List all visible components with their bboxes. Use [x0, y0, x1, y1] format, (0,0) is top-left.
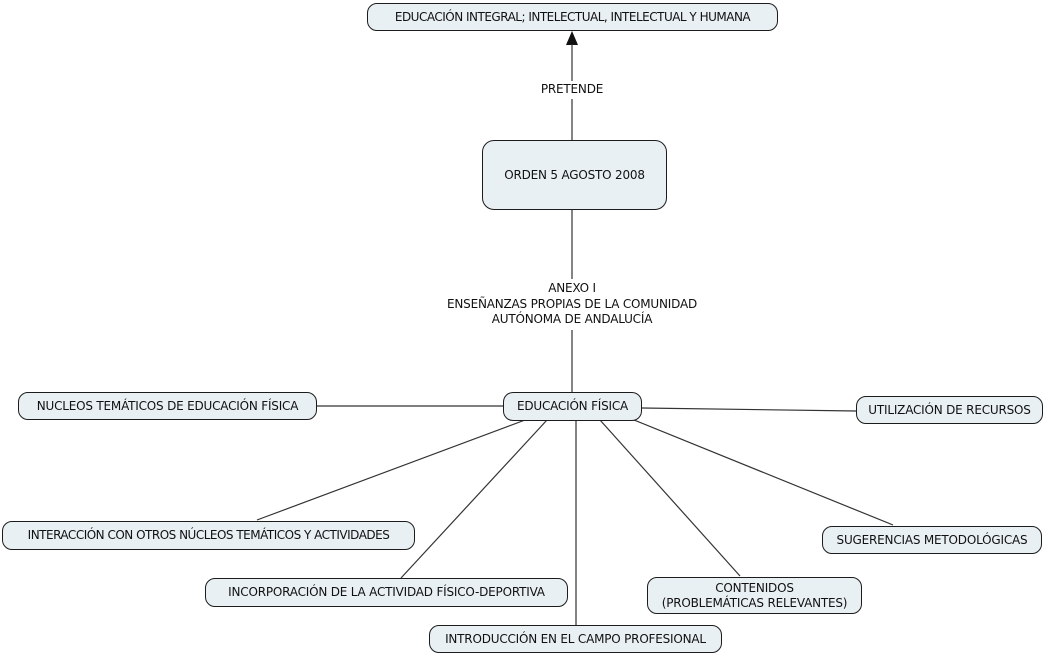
node-contenidos-line2: (PROBLEMÁTICAS RELEVANTES) [661, 595, 848, 610]
edge-fisica-contenidos [599, 419, 741, 577]
node-interaccion-label: INTERACCIÓN CON OTROS NÚCLEOS TEMÁTICOS … [27, 528, 390, 542]
edge-fisica-sugerencias [633, 419, 894, 526]
linking-phrase-anexo: ANEXO I ENSEÑANZAS PROPIAS DE LA COMUNID… [418, 279, 726, 330]
node-introduccion-label: INTRODUCCIÓN EN EL CAMPO PROFESIONAL [445, 631, 706, 646]
node-contenidos-line1: CONTENIDOS [715, 580, 794, 595]
node-educacion-integral-label: EDUCACIÓN INTEGRAL; INTELECTUAL, INTELEC… [394, 9, 751, 24]
arrow-up-head-icon [566, 31, 578, 45]
node-nucleos-tematicos[interactable]: NUCLEOS TEMÁTICOS DE EDUCACIÓN FÍSICA [18, 392, 317, 420]
edge-fisica-incorporacion [400, 419, 548, 579]
node-educacion-fisica[interactable]: EDUCACIÓN FÍSICA [503, 392, 642, 421]
node-utilizacion-de-recursos[interactable]: UTILIZACIÓN DE RECURSOS [856, 396, 1043, 424]
node-educacion-fisica-label: EDUCACIÓN FÍSICA [516, 399, 629, 413]
node-educacion-integral[interactable]: EDUCACIÓN INTEGRAL; INTELECTUAL, INTELEC… [367, 3, 778, 31]
linking-phrase-anexo-line1: ANEXO I [548, 281, 596, 296]
node-orden-label: ORDEN 5 AGOSTO 2008 [504, 167, 645, 182]
node-utilizacion-label: UTILIZACIÓN DE RECURSOS [868, 402, 1031, 417]
node-incorporacion-actividad[interactable]: INCORPORACIÓN DE LA ACTIVIDAD FÍSICO-DEP… [205, 578, 568, 607]
linking-phrase-anexo-line3: AUTÓNOMA DE ANDALUCÍA [491, 312, 653, 327]
node-nucleos-tematicos-label: NUCLEOS TEMÁTICOS DE EDUCACIÓN FÍSICA [36, 398, 299, 413]
linking-phrase-pretende: PRETENDE [515, 81, 629, 99]
node-introduccion-campo-profesional[interactable]: INTRODUCCIÓN EN EL CAMPO PROFESIONAL [429, 625, 722, 653]
node-interaccion-nucleos[interactable]: INTERACCIÓN CON OTROS NÚCLEOS TEMÁTICOS … [2, 521, 415, 550]
linking-phrase-pretende-label: PRETENDE [540, 82, 604, 97]
edge-fisica-utilizacion [641, 407, 857, 412]
node-sugerencias-metodologicas[interactable]: SUGERENCIAS METODOLÓGICAS [822, 526, 1042, 554]
linking-phrase-anexo-line2: ENSEÑANZAS PROPIAS DE LA COMUNIDAD [447, 296, 697, 311]
node-incorporacion-label: INCORPORACIÓN DE LA ACTIVIDAD FÍSICO-DEP… [228, 585, 545, 599]
node-orden-5-agosto-2008[interactable]: ORDEN 5 AGOSTO 2008 [482, 140, 667, 210]
edge-fisica-interaccion [256, 419, 526, 521]
node-sugerencias-label: SUGERENCIAS METODOLÓGICAS [836, 532, 1028, 547]
node-contenidos[interactable]: CONTENIDOS (PROBLEMÁTICAS RELEVANTES) [647, 577, 862, 614]
